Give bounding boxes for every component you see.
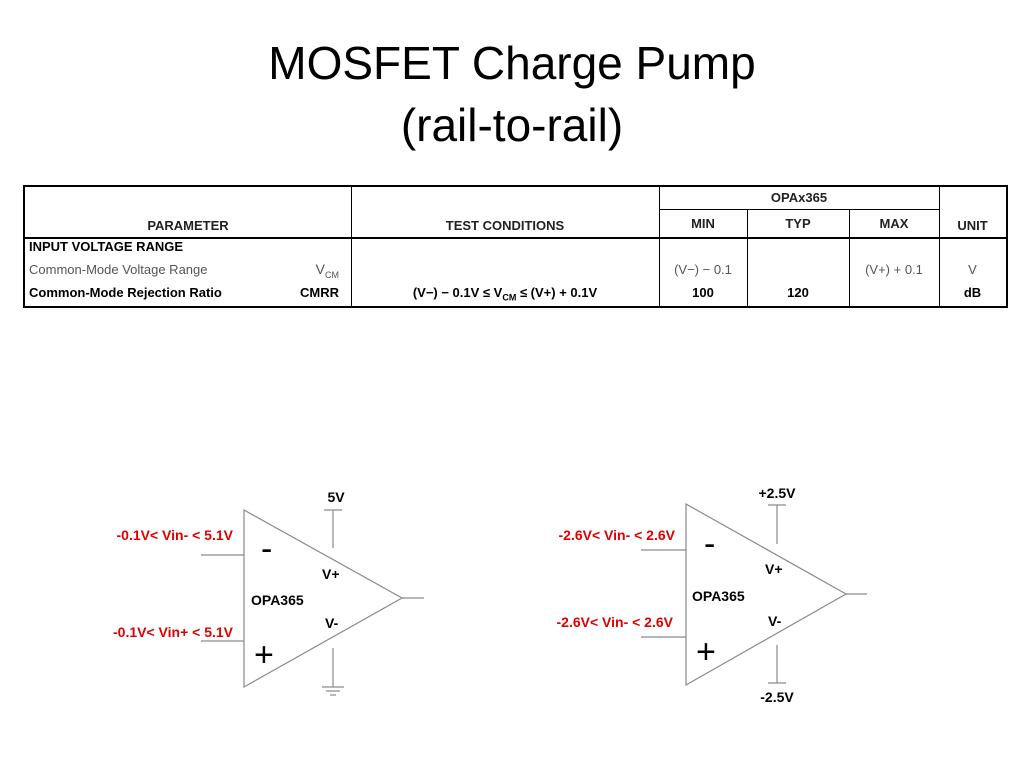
slide-title-line-2: (rail-to-rail) — [400, 99, 624, 151]
section-label: INPUT VOLTAGE RANGE — [29, 239, 184, 254]
opamp-triangle — [243, 508, 404, 689]
row-unit: V — [968, 262, 977, 277]
table-divider — [747, 209, 748, 306]
row-typ: 120 — [787, 285, 809, 300]
bottom-supply-label: -2.5V — [760, 689, 794, 705]
inverting-sign: - — [704, 525, 715, 563]
vplus-pin-label: V+ — [765, 561, 783, 577]
table-divider — [849, 209, 850, 306]
table-divider — [939, 187, 940, 306]
non-inverting-sign: + — [696, 633, 716, 671]
top-supply-label: 5V — [327, 489, 345, 505]
row-unit: dB — [963, 285, 982, 300]
part-number-label: OPA365 — [251, 592, 304, 608]
opamp-triangle — [685, 502, 848, 687]
table-divider — [351, 187, 352, 306]
opamp-circuit-single-supply: 5V -0.1V< Vin- < 5.1V -0.1V< Vin+ < 5.1V… — [113, 489, 424, 696]
vminus-pin-label: V- — [768, 613, 782, 629]
row-param: Common-Mode Rejection Ratio — [29, 285, 222, 300]
col-header-typ: TYP — [785, 216, 811, 231]
col-header-min: MIN — [691, 216, 715, 231]
non-inverting-sign: + — [254, 636, 274, 674]
col-header-max: MAX — [879, 216, 909, 231]
row-max: (V+) + 0.1 — [865, 262, 923, 277]
col-header-unit: UNIT — [957, 218, 988, 233]
inverting-input-range: -0.1V< Vin- < 5.1V — [117, 527, 234, 543]
table-header-rule — [25, 237, 1006, 239]
inverting-sign: - — [261, 530, 272, 568]
non-inverting-input-range: -2.6V< Vin- < 2.6V — [557, 614, 674, 630]
opamp-circuit-split-supply: +2.5V -2.5V -2.6V< Vin- < 2.6V -2.6V< Vi… — [557, 485, 867, 705]
row-test-condition: (V−) − 0.1V ≤ VCM ≤ (V+) + 0.1V — [412, 285, 598, 303]
non-inverting-input-range: -0.1V< Vin+ < 5.1V — [113, 624, 234, 640]
col-header-group: OPAx365 — [770, 190, 828, 205]
table-divider — [659, 209, 939, 210]
part-number-label: OPA365 — [692, 588, 745, 604]
slide-title-line-1: MOSFET Charge Pump — [268, 37, 756, 89]
row-min: 100 — [692, 285, 714, 300]
row-param: Common-Mode Voltage Range — [29, 262, 208, 277]
row-symbol: CMRR — [300, 285, 339, 300]
ground-symbol — [322, 686, 344, 696]
table-divider — [659, 187, 660, 306]
vminus-pin-label: V- — [325, 615, 339, 631]
spec-table: PARAMETER TEST CONDITIONS OPAx365 MIN TY… — [23, 185, 1008, 308]
vplus-pin-label: V+ — [322, 566, 340, 582]
top-supply-label: +2.5V — [759, 485, 797, 501]
row-symbol: VCM — [315, 261, 339, 280]
col-header-parameter: PARAMETER — [147, 218, 229, 233]
col-header-test-conditions: TEST CONDITIONS — [445, 218, 565, 233]
inverting-input-range: -2.6V< Vin- < 2.6V — [559, 527, 676, 543]
row-min: (V−) − 0.1 — [674, 262, 732, 277]
